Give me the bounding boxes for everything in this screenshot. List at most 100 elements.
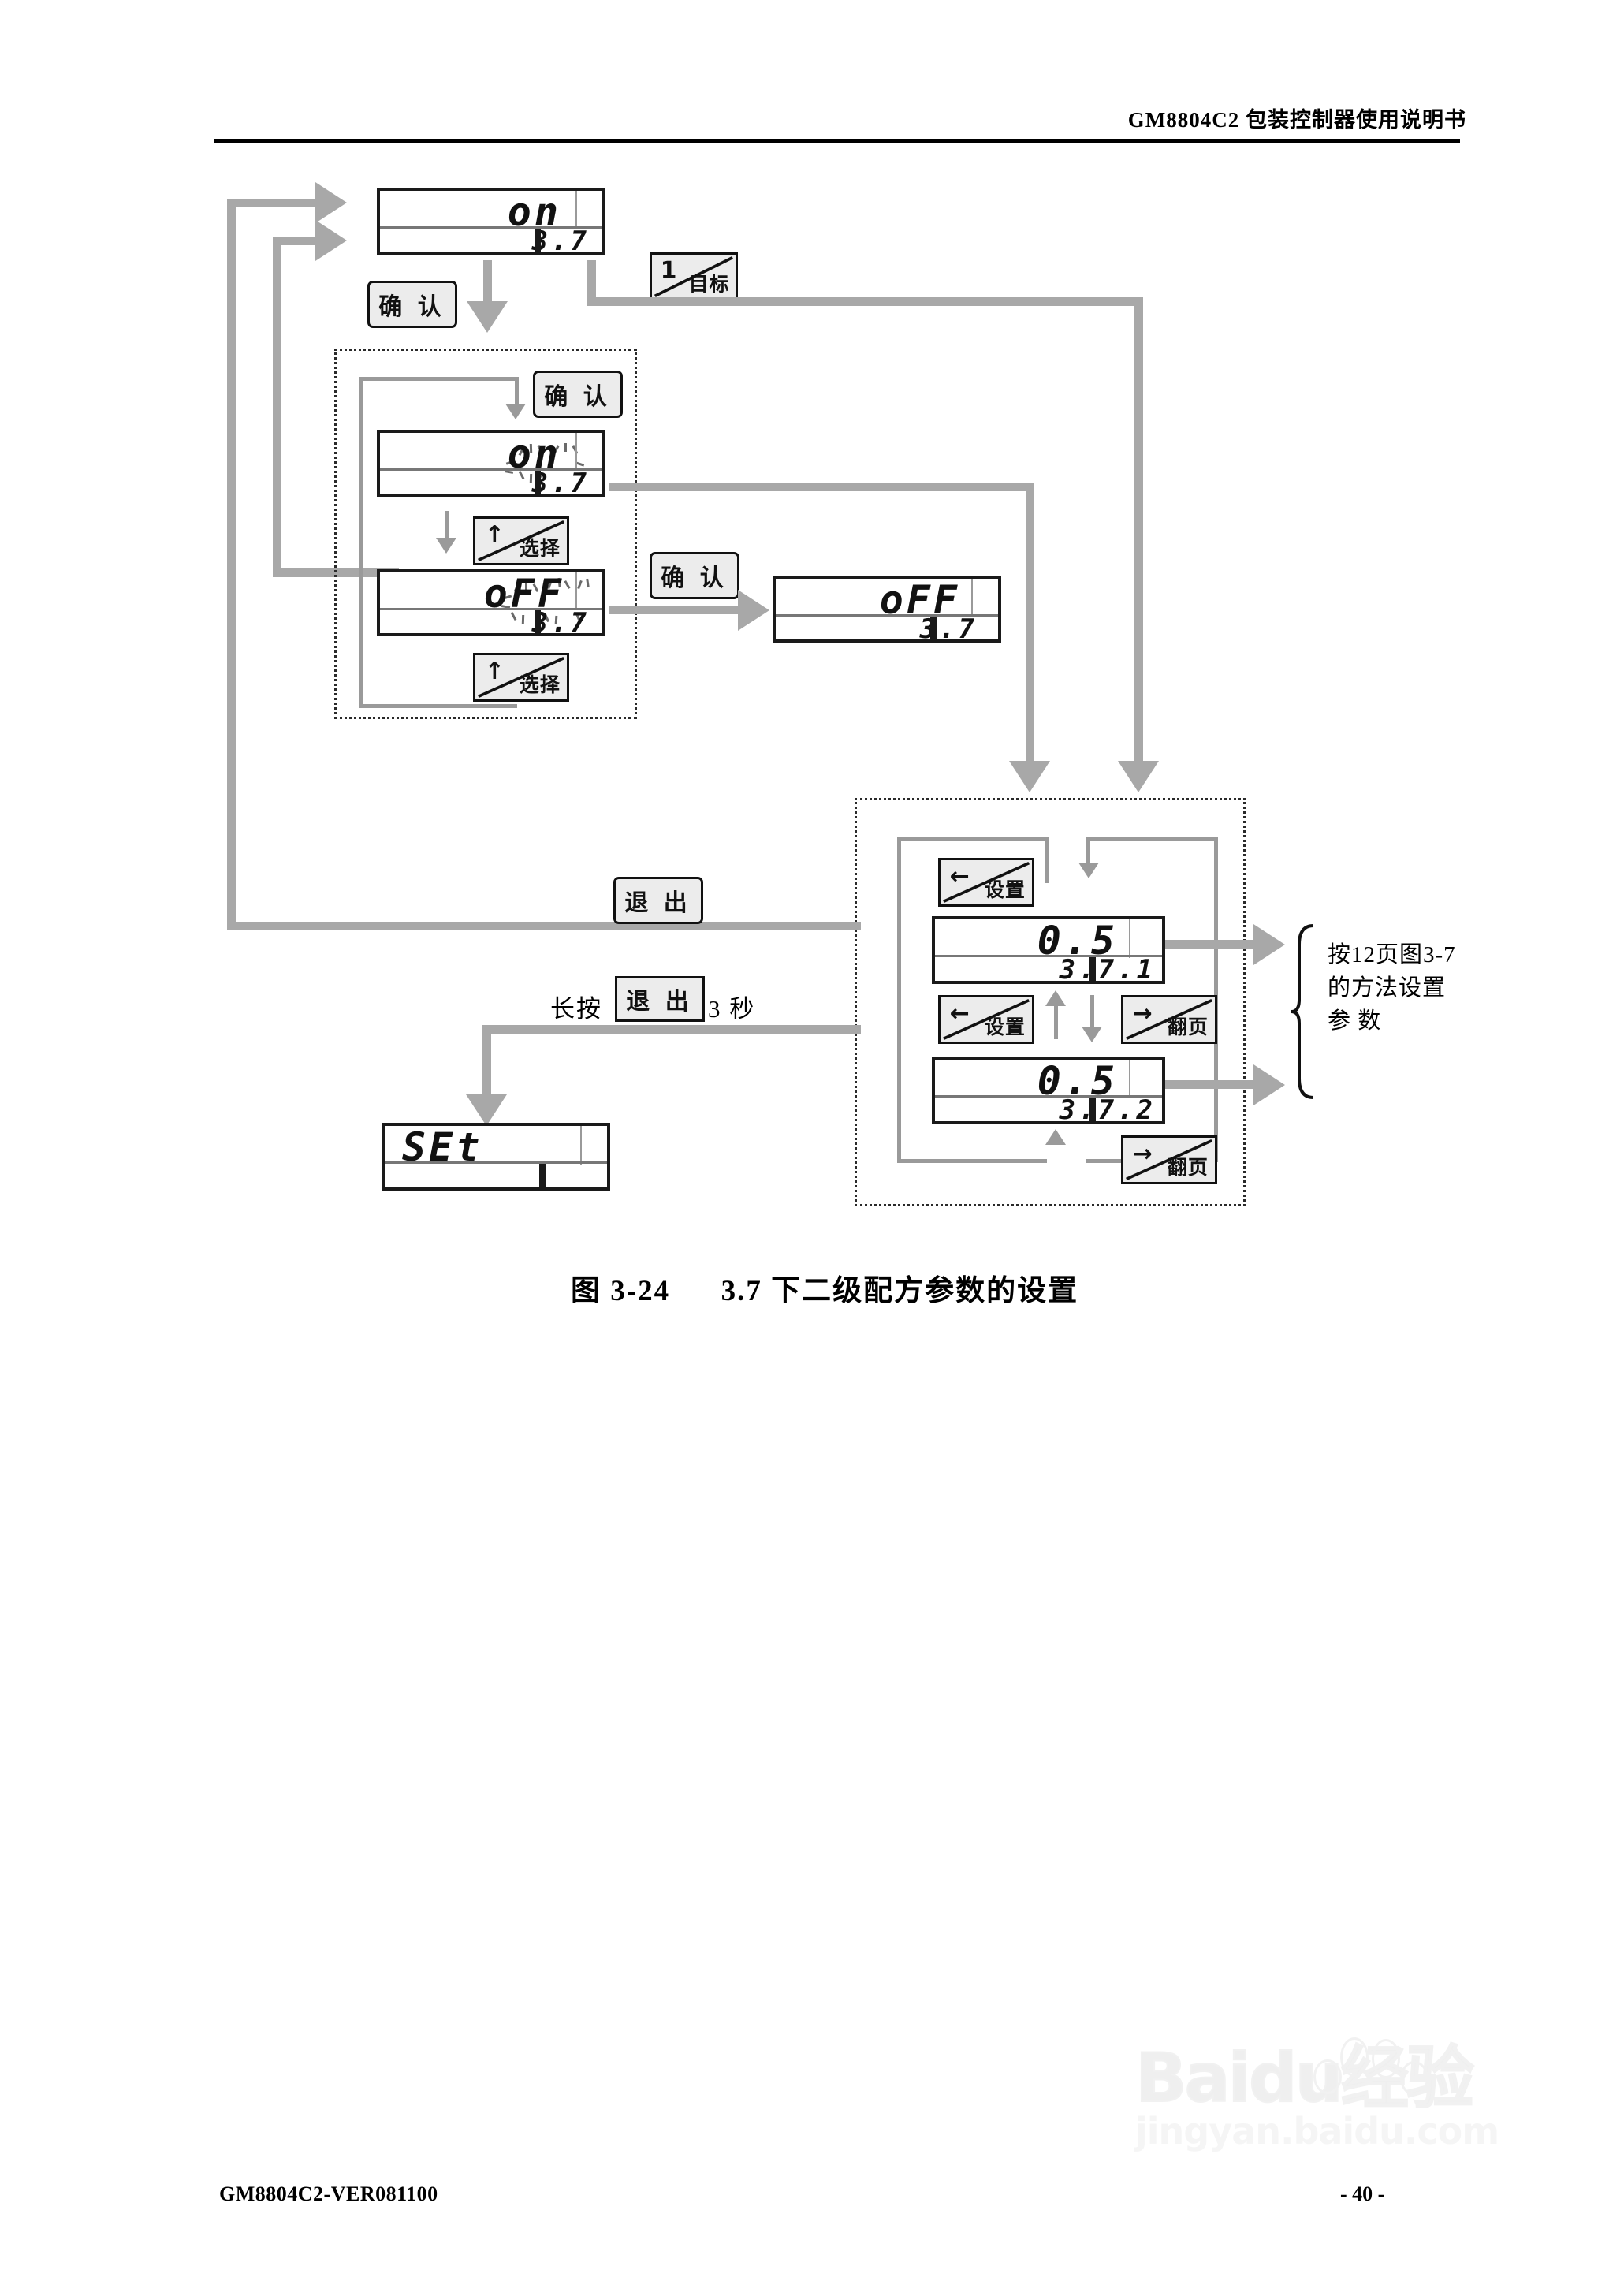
connector-param1-out (1165, 940, 1260, 949)
setup-key-2-label: 设置 (984, 1016, 1026, 1038)
arrowhead-panel-inner-bottom (1045, 1129, 1066, 1145)
lcd-sub-row-3: 3.7 (380, 607, 602, 639)
select-key-2-label: 选择 (519, 674, 561, 696)
page-key-1-arrow-icon: → (1132, 1000, 1153, 1028)
target-key-slash-icon (652, 255, 736, 299)
connector-select-return-top (273, 237, 320, 245)
panel-loop-left-bottom (897, 1159, 1047, 1163)
watermark-brand-cn: 经验 (1340, 2039, 1475, 2118)
page-key-2-slash-icon (1123, 1138, 1215, 1182)
arrowhead-to-on-display-2 (315, 220, 347, 261)
connector-exit-from-panel (848, 922, 861, 930)
lcd-main-row-3: oFF (380, 571, 602, 617)
parameter-note-line-3: 参 数 (1328, 1008, 1382, 1034)
long-press-prefix: 长按 (550, 995, 602, 1023)
arrowhead-param2-out (1253, 1064, 1285, 1105)
lcd-sub-divider (535, 228, 541, 252)
arrowhead-param-down (1082, 1027, 1102, 1042)
parameter-setting-group (855, 798, 1246, 1206)
lcd-divider (575, 191, 577, 229)
lcd-sub-row-7 (385, 1161, 607, 1187)
confirm-key-1[interactable]: 确 认 (367, 281, 457, 328)
connector-exit-return-vertical (227, 199, 236, 930)
arrowhead-param-up (1045, 990, 1066, 1006)
figure-number: 图 3-24 (571, 1275, 671, 1307)
arrowhead-to-set-display (466, 1094, 507, 1126)
select-key-1-label: 选择 (519, 538, 561, 560)
exit-key-2-label: 退 出 (626, 989, 694, 1015)
arrowhead-panel-inner-top (1078, 863, 1099, 878)
setup-key-2[interactable]: ← 设置 (938, 995, 1034, 1044)
connector-exit-return-horizontal (227, 922, 858, 930)
setup-key-1-arrow-icon: ← (949, 863, 970, 891)
target-key-label: 目标 (688, 274, 730, 296)
connector-on-blink-to-panel-h (609, 483, 1034, 491)
connector-target-horizontal (587, 297, 1143, 306)
on-blinking-sub: 3.7 (531, 467, 590, 499)
on-display-sub: 3.7 (531, 225, 590, 257)
lcd-divider-2 (575, 433, 577, 471)
param-display-371: 0.5 3.7.1 (932, 916, 1165, 986)
off-blinking-sub: 3.7 (531, 606, 590, 639)
page-key-2[interactable]: → 翻页 (1121, 1135, 1217, 1184)
watermark-brand: Baidu (1134, 2039, 1344, 2118)
footer-page-number: - 40 - (1340, 2182, 1385, 2205)
header-rule (214, 139, 1460, 143)
confirm-key-3-label: 确 认 (661, 565, 728, 591)
connector-param-up (1054, 1003, 1058, 1039)
select-key-2[interactable]: ↑ 选择 (473, 653, 569, 702)
connector-select-1 (445, 511, 449, 541)
off-display: oFF 3.7 (773, 576, 1001, 645)
page-key-1-slash-icon (1123, 997, 1215, 1042)
on-display: on 3.7 (377, 188, 605, 257)
confirm-key-2-label: 确 认 (544, 384, 612, 410)
lcd-main-row-2: on (380, 431, 602, 477)
setup-key-1[interactable]: ← 设置 (938, 858, 1034, 907)
panel-loop-left-top (897, 837, 1047, 841)
exit-key-1-label: 退 出 (624, 890, 692, 916)
connector-select-return-vertical (273, 237, 281, 577)
setup-key-1-slash-icon (941, 860, 1032, 904)
confirm-key-label: 确 认 (378, 294, 446, 320)
select-key-1-arrow-icon: ↑ (484, 521, 505, 550)
page-header-title: GM8804C2 包装控制器使用说明书 (1127, 108, 1466, 132)
lcd-sub-divider-4 (930, 616, 937, 639)
group-loop-left (359, 377, 363, 708)
lcd-main-row: on (380, 189, 602, 235)
page-key-1[interactable]: → 翻页 (1121, 995, 1217, 1044)
connector-param-down (1090, 995, 1094, 1031)
exit-key-1[interactable]: 退 出 (613, 877, 703, 924)
watermark-url: jingyan.baidu.com (1135, 2110, 1499, 2152)
arrowhead-group-top (505, 404, 526, 419)
footer-doc-code: GM8804C2-VER081100 (219, 2182, 438, 2205)
arrowhead-select-1 (436, 538, 456, 554)
setup-key-2-slash-icon (941, 997, 1032, 1042)
connector-on-to-group (483, 260, 492, 306)
target-key[interactable]: 1 目标 (650, 252, 738, 301)
arrowhead-to-on-display-1 (315, 182, 347, 223)
target-key-number: 1 (660, 257, 677, 285)
connector-target-stub-vertical (587, 260, 596, 306)
page-key-2-label: 翻页 (1167, 1157, 1209, 1179)
group-loop-down-stub (515, 377, 519, 407)
panel-loop-left-stub (1045, 837, 1049, 883)
exit-key-2[interactable]: 退 出 (615, 976, 705, 1022)
lcd-sub-divider-7 (539, 1164, 546, 1187)
lcd-divider-4 (971, 579, 973, 617)
param-372-sub: 3.7.2 (1059, 1094, 1156, 1127)
select-key-2-slash-icon (475, 655, 567, 699)
confirm-key-3[interactable]: 确 认 (650, 552, 739, 599)
group-loop-bottom (359, 704, 517, 708)
connector-on-blink-to-panel-v (1026, 483, 1034, 770)
on-off-toggle-group (334, 348, 637, 719)
confirm-key-2[interactable]: 确 认 (533, 371, 623, 418)
parameter-note: 按12页图3-7 的方法设置 参 数 (1328, 938, 1564, 1038)
group-loop-top (359, 377, 517, 381)
arrowhead-panel-right (1118, 761, 1159, 792)
arrowhead-panel-left (1009, 761, 1050, 792)
figure-title: 3.7 下二级配方参数的设置 (721, 1275, 1079, 1307)
lcd-main-row-5: 0.5 (935, 918, 1162, 964)
select-key-1[interactable]: ↑ 选择 (473, 516, 569, 565)
connector-target-down (1134, 297, 1143, 770)
connector-exit-return-top (227, 199, 318, 207)
